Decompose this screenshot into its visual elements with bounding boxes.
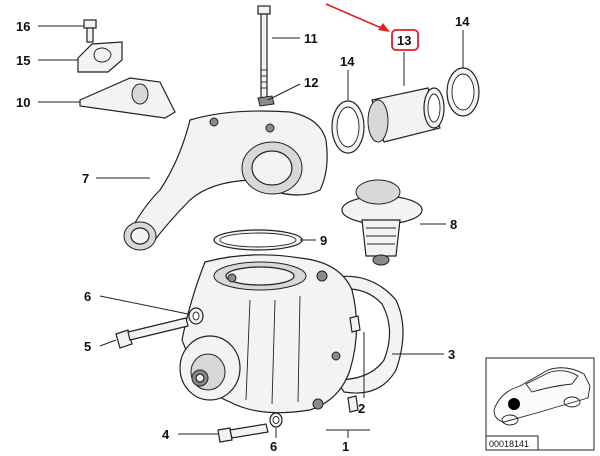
part-7-housing (123, 110, 328, 251)
highlight-arrow (325, 3, 390, 32)
part-5-bolt (115, 317, 189, 349)
part-8-thermostat (341, 179, 423, 266)
label-11: 11 (304, 31, 318, 46)
label-9: 9 (320, 233, 327, 248)
label-6-upper: 6 (84, 289, 91, 304)
part-16-bolt (83, 19, 97, 43)
part-6-washer-upper (188, 307, 204, 325)
highlight-box (391, 29, 419, 51)
part-6-washer-lower (269, 412, 283, 428)
label-12: 12 (304, 75, 318, 90)
diagram-code: 00018141 (489, 439, 529, 449)
label-6-lower: 6 (270, 439, 277, 454)
part-10-bracket (79, 77, 176, 119)
location-marker (508, 398, 520, 410)
label-15: 15 (16, 53, 30, 68)
label-5: 5 (84, 339, 91, 354)
label-1: 1 (342, 439, 349, 454)
label-14-right: 14 (455, 14, 470, 29)
part-3-gasket (329, 275, 404, 394)
part-2-dowels (347, 315, 361, 413)
label-13: 13 (397, 33, 411, 48)
label-8: 8 (450, 217, 457, 232)
part-11-long-bolt (257, 5, 271, 99)
labels: 16 15 10 11 12 13 14 14 7 8 9 6 5 3 2 1 … (16, 14, 470, 454)
leader-lines (38, 25, 464, 438)
part-14-gasket-left (331, 100, 365, 154)
label-4: 4 (162, 427, 170, 442)
part-1-water-pump (179, 254, 358, 414)
part-13-pipe (367, 87, 445, 143)
label-3: 3 (448, 347, 455, 362)
part-9-o-ring (213, 229, 303, 251)
part-14-gasket-right (446, 67, 480, 117)
label-14-left: 14 (340, 54, 355, 69)
label-2: 2 (358, 401, 365, 416)
part-12-stud (257, 95, 275, 107)
label-16: 16 (16, 19, 30, 34)
label-7: 7 (82, 171, 89, 186)
part-15-plate (77, 41, 123, 73)
part-4-bolt (217, 423, 269, 443)
label-10: 10 (16, 95, 30, 110)
car-inset: 00018141 (485, 357, 595, 451)
